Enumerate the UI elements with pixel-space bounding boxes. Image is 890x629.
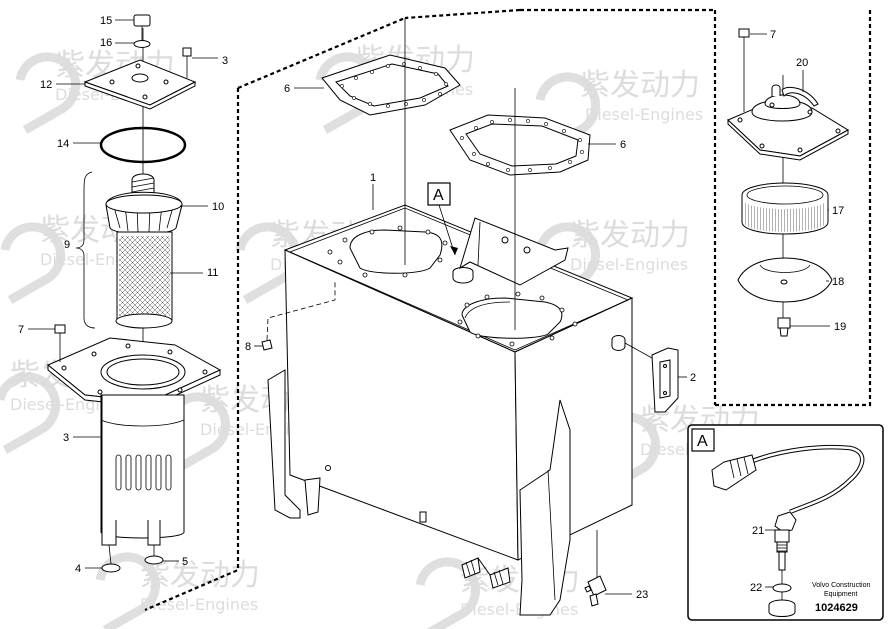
callout-20: 20: [796, 57, 808, 69]
callout-7-left: 7: [18, 324, 24, 336]
svg-text:A: A: [433, 187, 444, 204]
part-3-housing: [100, 394, 185, 546]
part-19-screw: [777, 317, 791, 337]
callout-6-left: 6: [284, 83, 290, 95]
svg-text:紫发动力: 紫发动力: [570, 218, 690, 253]
part-7-bolt-right: [738, 28, 750, 38]
callouts: 15 16 12 3 14 10 9 11 7 3 4 5 6 6 1 8 2 …: [18, 15, 846, 601]
callout-22: 22: [750, 582, 762, 594]
part-12-cover-plate: [83, 59, 197, 110]
part-14-o-ring: [99, 126, 187, 164]
svg-text:Diesel-Engines: Diesel-Engines: [460, 600, 578, 619]
svg-text:紫发动力: 紫发动力: [140, 558, 260, 593]
callout-15: 15: [100, 15, 112, 27]
callout-6-right: 6: [620, 139, 626, 151]
callout-18: 18: [832, 276, 844, 288]
callout-9: 9: [64, 239, 70, 251]
drawing-number: 1024629: [815, 602, 858, 614]
callout-16: 16: [100, 37, 112, 49]
part-2-bracket: [624, 342, 679, 413]
part-7-bolt-left: [54, 324, 66, 362]
callout-23: 23: [636, 589, 648, 601]
callout-21: 21: [752, 525, 764, 537]
callout-10: 10: [212, 201, 224, 213]
part-16-washer: [133, 40, 151, 48]
callout-13: 3: [222, 55, 228, 67]
part-10-spring-cap: [105, 173, 183, 235]
callout-1: 1: [370, 172, 376, 184]
assembly-boundary: [144, 8, 872, 612]
part-11-filter-element: [115, 231, 173, 329]
callout-5: 5: [182, 556, 188, 568]
part-23-sensor: [584, 530, 607, 607]
company-line-1: Volvo Construction: [812, 582, 870, 589]
callout-7-right: 7: [770, 29, 776, 41]
part-20-breather-cover: [727, 84, 850, 161]
part-6-gasket-left: [321, 54, 461, 116]
part-17-filter-ring: [741, 182, 829, 235]
callout-2: 2: [690, 372, 696, 384]
callout-12: 12: [40, 79, 52, 91]
part-13-bolt: [182, 47, 192, 78]
part-15-bolt: [133, 14, 151, 40]
part-3-flange: [47, 337, 222, 408]
callout-14: 14: [57, 138, 69, 150]
callout-19: 19: [834, 321, 846, 333]
part-1-hydraulic-tank: [267, 204, 634, 616]
svg-text:Diesel-Engines: Diesel-Engines: [570, 255, 688, 274]
detail-view-a: A 21 22 Volvo Construction Equipment 102…: [687, 424, 884, 621]
callout-8: 8: [245, 341, 251, 353]
part-4-o-ring: [101, 563, 121, 573]
part-6-gasket-right: [449, 114, 591, 176]
part-18-cap: [737, 257, 833, 303]
company-line-2: Equipment: [824, 591, 858, 598]
svg-text:Diesel-Engines: Diesel-Engines: [585, 105, 703, 124]
view-marker-a: A: [427, 182, 458, 256]
part-5-o-ring: [144, 555, 164, 565]
bracket-9: [75, 171, 96, 329]
callout-3: 3: [63, 432, 69, 444]
callout-17: 17: [832, 205, 844, 217]
callout-4: 4: [75, 563, 81, 575]
part-8-fitting: [261, 282, 336, 351]
callout-11: 11: [207, 267, 218, 279]
detail-title: A: [697, 433, 708, 450]
svg-text:紫发动力: 紫发动力: [580, 68, 700, 103]
right-breather-assembly: [727, 28, 850, 337]
filter-assembly: [47, 14, 222, 573]
